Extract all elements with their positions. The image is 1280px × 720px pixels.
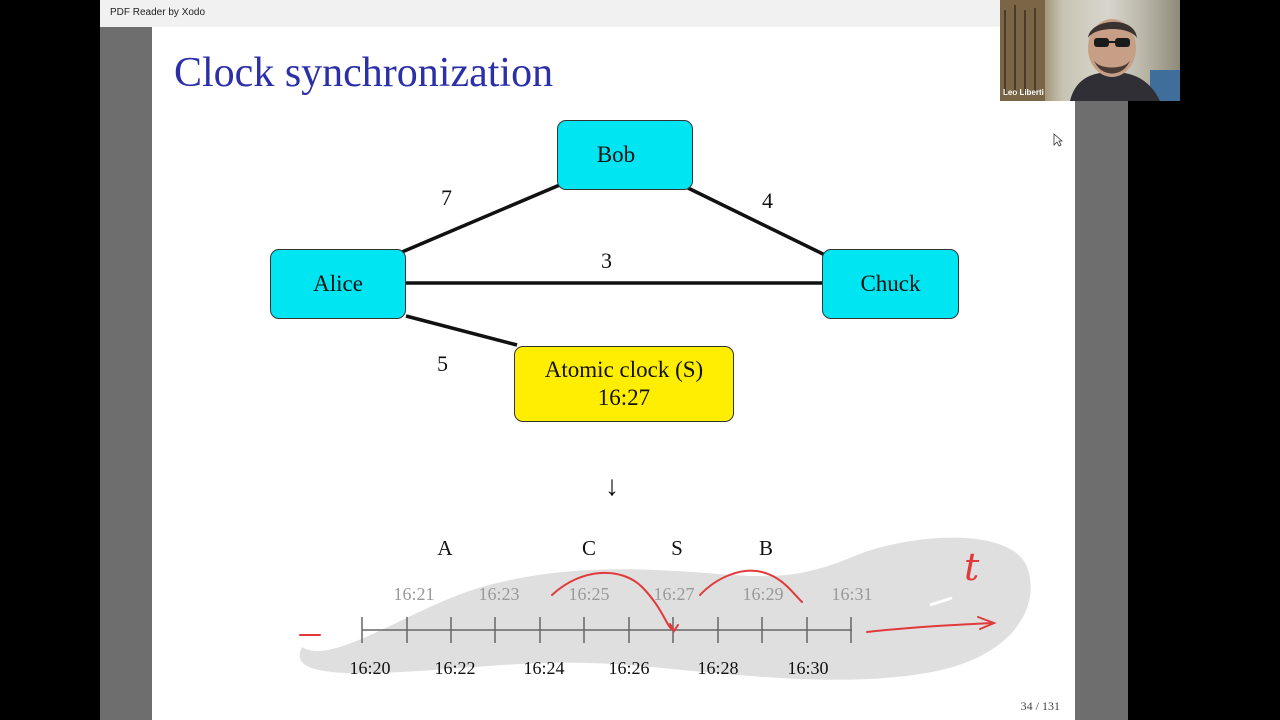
tick-top-6: 16:31 [831, 584, 873, 604]
mouse-cursor-icon [1053, 133, 1063, 147]
node-chuck: Chuck [822, 249, 959, 319]
down-arrow: ↓ [605, 471, 619, 502]
tick-bottom-2: 16:22 [434, 658, 476, 678]
red-ink-annotations [299, 569, 997, 636]
highlight-stroke [299, 537, 1031, 680]
tick-top-5: 16:29 [742, 584, 784, 604]
edge-bob-chuck [687, 186, 826, 257]
tick-bottom-4: 16:26 [608, 658, 650, 678]
node-atomic-clock: Atomic clock (S) 16:27 [514, 346, 734, 422]
weight-alice-bob: 7 [441, 185, 452, 210]
weight-bob-chuck: 4 [762, 188, 773, 213]
slide-title: Clock synchronization [174, 50, 554, 96]
presenter-video [1000, 0, 1180, 101]
webcam-participant-name: Leo Liberti [1003, 88, 1044, 97]
node-bob: Bob [557, 120, 693, 190]
event-b: B [758, 536, 774, 560]
timeline-graphic [299, 537, 1031, 680]
tick-top-1: 16:21 [393, 584, 435, 604]
event-c: C [581, 536, 597, 560]
tick-top-3: 16:25 [568, 584, 610, 604]
weight-alice-atomic: 5 [437, 351, 448, 376]
node-chuck-label: Chuck [860, 271, 921, 296]
edge-alice-atomic [405, 314, 518, 347]
node-alice-label: Alice [313, 271, 363, 296]
white-mark [929, 596, 953, 607]
edge-alice-bob [401, 182, 563, 254]
event-s: S [671, 536, 683, 560]
tick-top-2: 16:23 [478, 584, 520, 604]
webcam-overlay: Leo Liberti [1000, 0, 1180, 101]
graph-edges [401, 182, 826, 347]
pdf-page[interactable]: Clock synchronization 7 4 3 5 Bob Alice … [152, 27, 1075, 720]
tick-bottom-6: 16:30 [787, 658, 829, 678]
app-titlebar: PDF Reader by Xodo [100, 0, 1000, 27]
atomic-clock-time: 16:27 [597, 385, 651, 410]
page-number: 34 / 131 [1020, 699, 1060, 713]
atomic-clock-label: Atomic clock (S) [544, 357, 704, 383]
event-a: A [437, 536, 453, 560]
timeline-ticks [361, 617, 852, 643]
tick-bottom-3: 16:24 [523, 658, 565, 678]
app-title: PDF Reader by Xodo [110, 7, 206, 18]
ink-annotation-t: t [964, 545, 980, 589]
tick-bottom-5: 16:28 [697, 658, 739, 678]
tick-top-4: 16:27 [653, 584, 695, 604]
weight-alice-chuck: 3 [601, 248, 612, 273]
node-alice: Alice [270, 249, 406, 319]
node-bob-label: Bob [596, 142, 636, 167]
tick-bottom-1: 16:20 [349, 658, 391, 678]
